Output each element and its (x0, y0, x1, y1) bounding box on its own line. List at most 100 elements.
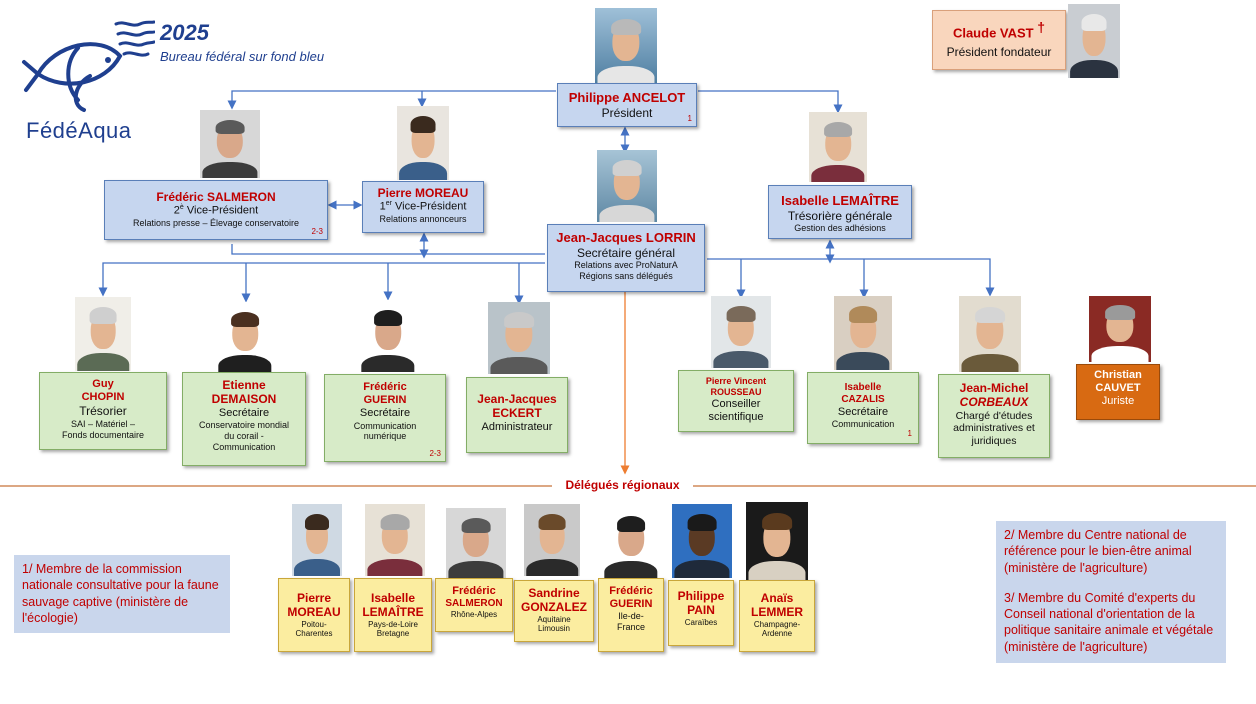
member-detail: numérique (363, 431, 407, 442)
delegate-region: Rhône-Alpes (450, 610, 498, 620)
secretary-general-role: Secrétaire général (576, 245, 676, 260)
member-first-name: Isabelle (844, 382, 882, 393)
vp1-name: Pierre MOREAU (377, 186, 469, 200)
member-detail: Communication (212, 441, 276, 452)
photo-delegate-pierre-moreau (292, 504, 342, 576)
member-last-name: ECKERT (492, 406, 542, 421)
photo-delegate-philippe-pain (672, 504, 732, 578)
vp2-role-sup: è (179, 204, 184, 212)
photo-isabelle-lemaitre (809, 112, 867, 182)
photo-delegate-anais-lemmer (746, 502, 808, 580)
member-role: Trésorier (79, 404, 127, 419)
vp1-role-number: 1 (379, 201, 386, 214)
delegate-card-frederic-guerin: Frédéric GUERIN Ile-de- France (598, 578, 664, 652)
delegate-first-name: Frédéric (609, 585, 653, 597)
member-first-name: Christian (1094, 369, 1142, 381)
photo-delegate-frederic-guerin (602, 506, 660, 578)
treasurer-general-detail: Gestion des adhésions (794, 222, 886, 233)
member-detail: administratives et (953, 422, 1035, 435)
member-first-name: Jean-Jacques (477, 392, 557, 406)
member-role: Secrétaire (359, 407, 411, 420)
photo-pierre-vincent-rousseau (711, 296, 771, 368)
delegate-last-name: PAIN (687, 603, 715, 618)
member-card-isabelle-cazalis: Isabelle CAZALIS Secrétaire Communicatio… (807, 372, 919, 444)
vp2-last-name: SALMERON (207, 190, 276, 204)
delegate-first-name: Frédéric (452, 585, 496, 597)
photo-frederic-salmeron (200, 110, 260, 178)
photo-jean-michel-corbeaux (959, 296, 1021, 372)
delegate-last-name: LEMAÎTRE (362, 605, 424, 620)
delegate-card-anais-lemmer: Anaïs LEMMER Champagne- Ardenne (739, 580, 815, 652)
delegate-region: Ile-de- (618, 611, 644, 622)
president-ref: 1 (687, 114, 692, 124)
member-ref: 2-3 (429, 449, 441, 459)
delegate-region: Poitou- (301, 619, 327, 629)
member-detail: Communication (353, 420, 417, 431)
president-name: Philippe ANCELOT (568, 90, 686, 105)
member-card-guy-chopin: Guy CHOPIN Trésorier SAI – Matériel – Fo… (39, 372, 167, 450)
member-detail: Conservatoire mondial (198, 419, 290, 430)
secretary-general-detail-1: Relations avec ProNaturA (574, 259, 678, 270)
delegate-last-name: MOREAU (287, 605, 341, 620)
founder-name: Claude VAST (952, 25, 1034, 41)
member-card-frederic-guerin: Frédéric GUERIN Secrétaire Communication… (324, 374, 446, 462)
secretary-general-name: Jean-Jacques LORRIN (556, 230, 696, 245)
president-card: Philippe ANCELOT Président 1 (557, 83, 697, 127)
vp1-role-text: Vice-Président (391, 201, 467, 214)
delegate-card-frederic-salmeron: Frédéric SALMERON Rhône-Alpes (435, 578, 513, 632)
vp2-card: Frédéric SALMERON 2è Vice-Président Rela… (104, 180, 328, 240)
member-card-christian-cauvet: Christian CAUVET Juriste (1076, 364, 1160, 420)
delegate-first-name: Philippe (677, 589, 725, 603)
fish-logo-icon (22, 20, 156, 112)
member-first-name: Guy (92, 378, 114, 390)
delegate-first-name: Pierre (296, 591, 332, 605)
secretary-general-card: Jean-Jacques LORRIN Secrétaire général R… (547, 224, 705, 292)
vp2-role-text: Vice-Président (183, 205, 259, 218)
page-year: 2025 (160, 20, 209, 45)
delegate-region: Aquitaine (537, 614, 571, 624)
vp2-first-name: Frédéric (156, 190, 204, 204)
fedeaqua-logo: FédéAqua (20, 14, 156, 144)
treasurer-general-card: Isabelle LEMAÎTRE Trésorière générale Ge… (768, 185, 912, 239)
treasurer-general-role: Trésorière générale (787, 208, 893, 223)
delegate-card-isabelle-lemaitre: Isabelle LEMAÎTRE Pays-de-Loire Bretagne (354, 578, 432, 652)
member-card-etienne-demaison: Etienne DEMAISON Secrétaire Conservatoir… (182, 372, 306, 466)
vp1-card: Pierre MOREAU 1er Vice-Président Relatio… (362, 181, 484, 233)
member-role: Administrateur (481, 420, 553, 433)
photo-frederic-guerin (359, 300, 417, 372)
founder-role: Président fondateur (946, 44, 1052, 59)
photo-jean-jacques-eckert (488, 302, 550, 374)
delegate-region: Caraïbes (684, 617, 718, 627)
member-last-name: CAZALIS (841, 394, 885, 405)
delegate-last-name: GONZALEZ (521, 600, 587, 615)
delegate-first-name: Isabelle (370, 591, 416, 605)
delegate-region: Charentes (295, 629, 333, 639)
delegates-title: Délégués régionaux (565, 478, 680, 492)
footnote-2-3: 2/ Membre du Centre national de référenc… (996, 521, 1226, 663)
member-last-name: DEMAISON (211, 392, 277, 407)
member-role: Conseiller (711, 397, 761, 410)
delegate-card-philippe-pain: Philippe PAIN Caraïbes (668, 580, 734, 646)
member-role: Secrétaire (218, 406, 270, 419)
cross-icon: † (1037, 19, 1046, 35)
vp2-role-number: 2 (173, 205, 180, 218)
member-detail: Chargé d'études (955, 409, 1033, 422)
photo-guy-chopin (75, 297, 131, 371)
photo-delegate-sandrine-gonzalez (524, 504, 580, 576)
photo-christian-cauvet (1089, 296, 1151, 362)
delegate-last-name: GUERIN (609, 598, 653, 611)
member-card-jean-michel-corbeaux: Jean-Michel CORBEAUX Chargé d'études adm… (938, 374, 1050, 458)
delegate-card-pierre-moreau: Pierre MOREAU Poitou- Charentes (278, 578, 350, 652)
page-subtitle: Bureau fédéral sur fond bleu (160, 49, 325, 64)
photo-pierre-moreau (397, 106, 449, 180)
vp2-detail: Relations presse – Élevage conservatoire (132, 218, 300, 229)
photo-etienne-demaison (216, 302, 274, 372)
member-first-name: Pierre Vincent (705, 376, 767, 386)
delegate-first-name: Sandrine (528, 586, 580, 600)
member-ref: 1 (907, 429, 912, 439)
treasurer-general-name: Isabelle LEMAÎTRE (781, 193, 899, 208)
delegate-region: Ardenne (761, 629, 793, 639)
member-first-name: Etienne (222, 378, 266, 392)
vp2-ref: 2-3 (311, 227, 323, 237)
